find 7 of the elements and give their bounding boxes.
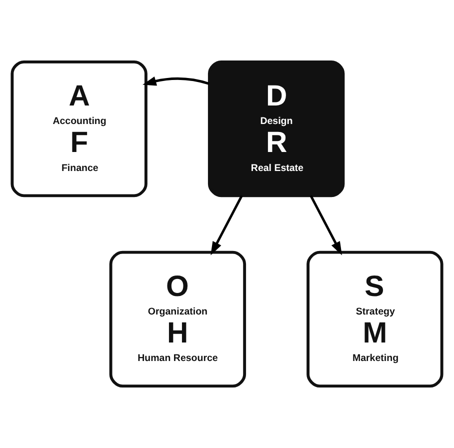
node-box: O Organization H Human Resource [109, 250, 246, 388]
node-box: A Accounting F Finance [10, 60, 148, 198]
arrow [310, 195, 342, 256]
arrow [142, 76, 210, 86]
node-box: D Design R Real Estate [208, 60, 345, 198]
arrow [210, 195, 243, 256]
node-box: S Strategy M Marketing [306, 250, 444, 388]
